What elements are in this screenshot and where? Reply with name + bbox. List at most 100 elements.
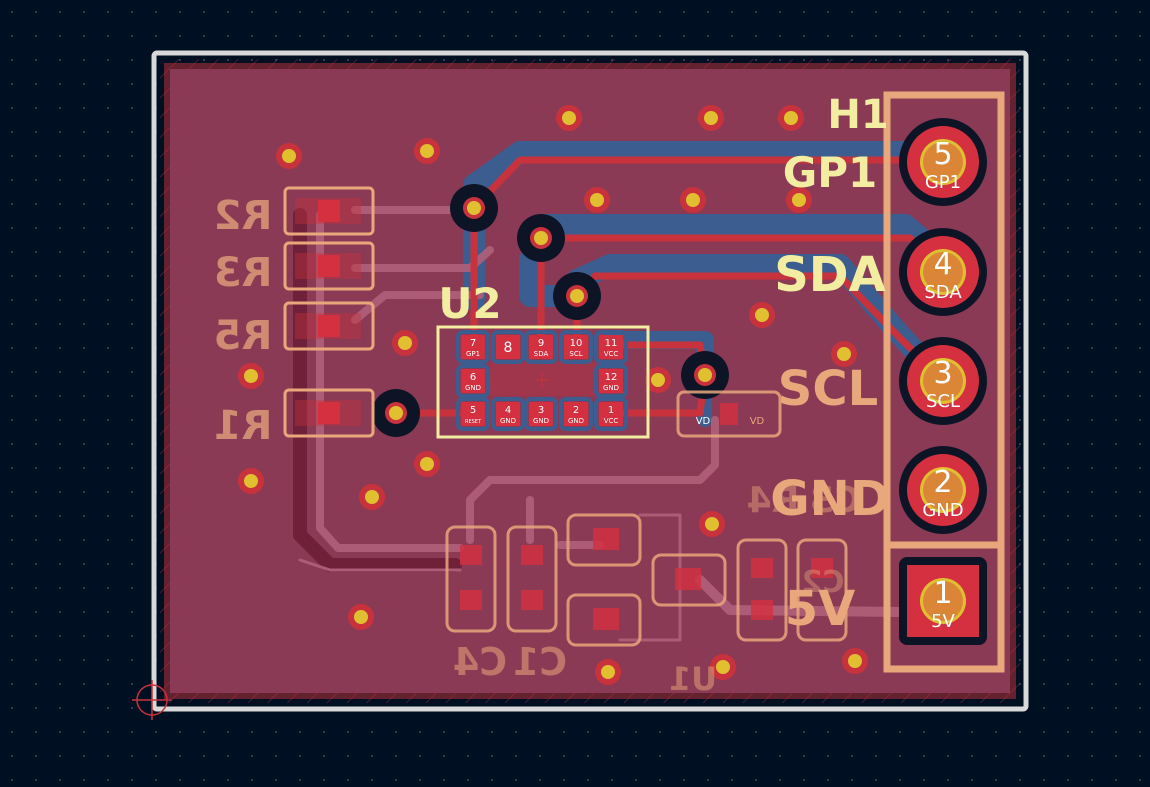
ic-pad-number: 8 [504, 340, 513, 356]
ic-ref-label: U2 [438, 279, 501, 328]
capacitor-ref-c3: C3 [809, 480, 860, 521]
ic-pad-number: 9 [538, 338, 544, 349]
stitching-via [710, 654, 736, 680]
connector-pin-number: 2 [933, 465, 952, 500]
connector-pin-number: 3 [933, 356, 952, 391]
stitching-via [414, 138, 440, 164]
ic-pad-name: SDA [534, 350, 549, 358]
back-components [445, 390, 848, 647]
stitching-via [680, 187, 706, 213]
regulator-ref-u1: U1 [669, 660, 717, 698]
capacitor-ref-c4: C4 [453, 640, 507, 684]
stitching-via [645, 367, 671, 393]
back-component-pads [460, 403, 833, 630]
connector-pin-5v[interactable]: 15V [899, 557, 987, 645]
stitching-via [414, 451, 440, 477]
signal-vias [372, 184, 729, 437]
capacitor-ref-c2: C2 [802, 565, 845, 600]
connector-pin-name: SCL [926, 391, 960, 412]
ic-pad-number: 6 [470, 372, 476, 383]
capacitor-ref-c1: C1 [513, 640, 567, 684]
net-label-gnd: GND [770, 471, 889, 527]
stitching-via [786, 187, 812, 213]
net-label-scl: SCL [778, 361, 878, 417]
ic-pad-number: 2 [573, 405, 579, 416]
connector-pin-name: GND [922, 500, 963, 521]
ic-pad-name: GND [500, 417, 516, 425]
stitching-via [556, 105, 582, 131]
stitching-via [698, 105, 724, 131]
stitching-via [348, 604, 374, 630]
stitching-via [392, 330, 418, 356]
ic-pad-number: 3 [538, 405, 544, 416]
resistor-r1[interactable] [283, 388, 375, 438]
stitching-vias [238, 105, 868, 685]
resistor-r3[interactable] [283, 241, 375, 291]
stitching-via [842, 648, 868, 674]
resistor-ref-r1: R1 [214, 403, 273, 449]
ic-pad-name: GND [603, 384, 619, 392]
connector-pin-name: GP1 [925, 172, 961, 193]
ic-pad-number: 5 [470, 405, 476, 416]
stitching-via [831, 341, 857, 367]
ic-pad-name: VCC [604, 417, 619, 425]
resistor-ref-r5: R5 [214, 313, 273, 359]
connector-pin-number: 5 [933, 137, 952, 172]
connector-pin-name: 5V [931, 611, 955, 632]
ic-pad-name: RESET [465, 419, 482, 425]
ic-pad-number: 1 [608, 405, 614, 416]
ic-pad-number: 7 [470, 338, 476, 349]
small-pad-label-a: VD [696, 416, 711, 427]
stitching-via [584, 187, 610, 213]
stitching-via [238, 363, 264, 389]
ic-pad-name: GND [568, 417, 584, 425]
resistor-ref-r2: R2 [214, 193, 273, 239]
ic-pad-number: 12 [605, 372, 618, 383]
silkscreen-labels: H1 U2 GP1 SDA SCL GND 5V R2 R3 R5 R1 C4 … [214, 92, 890, 698]
resistor-ref-r3: R3 [214, 250, 273, 296]
stitching-via [359, 484, 385, 510]
stitching-via [778, 105, 804, 131]
ic-pad-name: VCC [604, 350, 619, 358]
stitching-via [238, 468, 264, 494]
ic-pad-name: GP1 [466, 350, 480, 358]
net-label-sda: SDA [774, 247, 886, 303]
connector-pin-name: SDA [924, 282, 962, 303]
ic-pad-name: GND [465, 384, 481, 392]
net-label-5v: 5V [785, 581, 856, 637]
stitching-via [595, 659, 621, 685]
stitching-via [749, 302, 775, 328]
stitching-via [699, 511, 725, 537]
net-label-gp1: GP1 [783, 148, 877, 197]
connector-pin-number: 1 [933, 576, 952, 611]
connector-ref-label: H1 [827, 92, 888, 138]
ic-pad-number: 4 [505, 405, 511, 416]
resistor-ref-r4: R4 [747, 480, 800, 521]
ic-pad-name: GND [533, 417, 549, 425]
resistor-r2[interactable] [283, 186, 375, 236]
resistor-footprints [283, 186, 375, 438]
small-pad-label-b: VD [750, 416, 765, 427]
connector-pin-number: 4 [933, 247, 952, 282]
origin-marker-icon [132, 680, 172, 720]
ic-pad[interactable]: 8 [491, 330, 525, 364]
resistor-r5[interactable] [283, 301, 375, 351]
